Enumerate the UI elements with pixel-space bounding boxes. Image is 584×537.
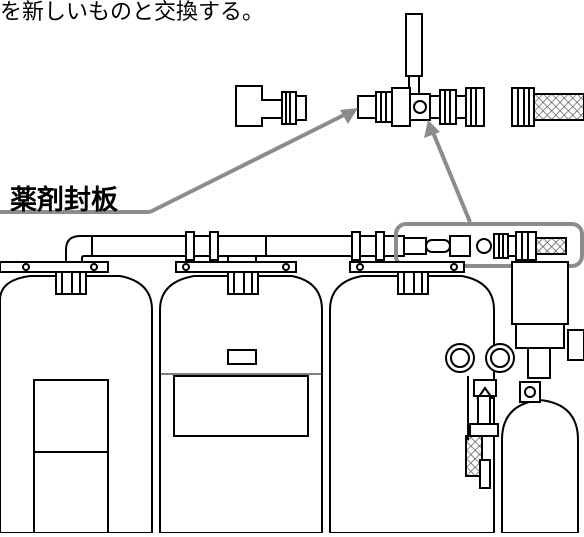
- instruction-caption: を新しいものと交換する。: [0, 0, 265, 25]
- highlight-box: [394, 222, 584, 268]
- callout-label: 薬剤封板: [10, 185, 118, 216]
- tank-3: [329, 261, 495, 534]
- tank-1: [0, 261, 153, 534]
- tank-2: [159, 261, 323, 534]
- pressure-regulator: [445, 343, 541, 489]
- tee-fitting: [235, 85, 307, 127]
- ball-valve-assembly: [357, 13, 485, 127]
- braided-hose: [511, 87, 584, 127]
- callout-arrow-box: [424, 120, 472, 223]
- gas-cylinder: [501, 261, 584, 534]
- callout-arrow-label: [0, 108, 358, 214]
